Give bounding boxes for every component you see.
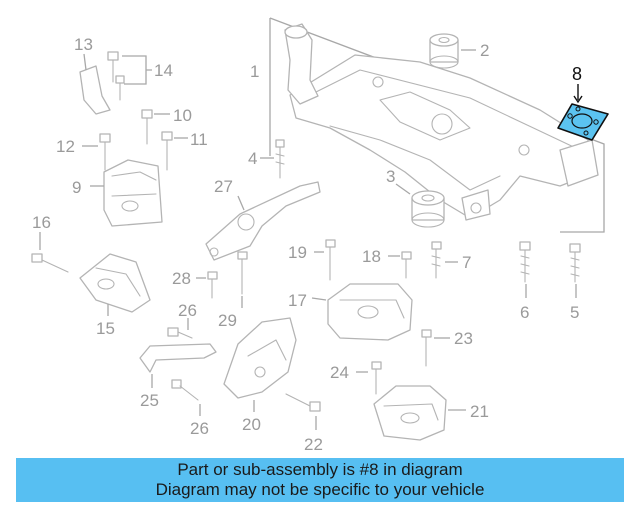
callout-29: 29 bbox=[218, 311, 237, 330]
subframe-part-1[interactable] bbox=[269, 17, 605, 233]
callout-6: 6 bbox=[520, 303, 529, 322]
callout-15: 15 bbox=[96, 319, 115, 338]
link-part-25[interactable] bbox=[139, 343, 217, 388]
bolts-part-14[interactable] bbox=[107, 51, 152, 101]
bolt-part-26-top[interactable] bbox=[167, 318, 193, 339]
callout-18: 18 bbox=[362, 247, 381, 266]
callout-23: 23 bbox=[454, 329, 473, 348]
bolt-part-29[interactable] bbox=[237, 251, 248, 308]
bolt-part-28[interactable] bbox=[196, 271, 218, 299]
callout-11: 11 bbox=[190, 130, 208, 149]
callout-13: 13 bbox=[74, 35, 93, 54]
callout-4: 4 bbox=[248, 149, 257, 168]
bolt-part-23[interactable] bbox=[421, 329, 450, 367]
callout-8: 8 bbox=[572, 64, 582, 84]
callout-14: 14 bbox=[154, 61, 173, 80]
info-banner: Part or sub-assembly is #8 in diagram Di… bbox=[16, 458, 624, 502]
bolt-part-5[interactable] bbox=[569, 243, 581, 298]
bolt-part-22[interactable] bbox=[285, 393, 321, 430]
bolt-part-16[interactable] bbox=[31, 232, 69, 273]
bolt-part-19[interactable] bbox=[314, 239, 336, 281]
bolt-part-10[interactable] bbox=[141, 109, 170, 145]
mount-part-9[interactable] bbox=[90, 159, 163, 227]
torque-arm-part-27[interactable] bbox=[205, 181, 321, 261]
mount-bracket-part-15[interactable] bbox=[79, 253, 151, 316]
callout-5: 5 bbox=[570, 303, 579, 322]
bracket-part-20[interactable] bbox=[223, 317, 297, 412]
callout-7: 7 bbox=[462, 253, 471, 272]
mount-part-2[interactable] bbox=[429, 33, 476, 69]
banner-line-1: Part or sub-assembly is #8 in diagram bbox=[177, 460, 463, 479]
bolt-part-24[interactable] bbox=[356, 361, 382, 395]
callout-2: 2 bbox=[480, 41, 489, 60]
callout-16: 16 bbox=[32, 213, 51, 232]
callout-20: 20 bbox=[242, 415, 261, 434]
callout-3: 3 bbox=[386, 167, 395, 186]
mount-part-3[interactable] bbox=[395, 183, 445, 228]
bolt-part-7[interactable] bbox=[431, 241, 458, 279]
callout-labels: 1 2 3 4 5 6 7 8 9 10 11 12 13 14 15 16 1… bbox=[32, 35, 582, 454]
callout-1: 1 bbox=[250, 62, 259, 81]
bracket-part-13[interactable] bbox=[79, 53, 111, 115]
callout-26-top: 26 bbox=[178, 301, 197, 320]
callout-9: 9 bbox=[72, 178, 81, 197]
parts-diagram: 1 2 3 4 5 6 7 8 9 10 11 12 13 14 15 16 1… bbox=[31, 17, 609, 454]
callout-27: 27 bbox=[214, 177, 233, 196]
bolt-part-18[interactable] bbox=[388, 251, 412, 279]
callout-10: 10 bbox=[173, 106, 192, 125]
callout-21: 21 bbox=[470, 402, 489, 421]
bolt-part-6[interactable] bbox=[519, 241, 531, 298]
bolt-part-12[interactable] bbox=[82, 133, 111, 171]
plate-part-8-highlighted[interactable] bbox=[557, 84, 609, 141]
bolt-part-4[interactable] bbox=[260, 139, 285, 179]
callout-22: 22 bbox=[304, 435, 323, 454]
callout-17: 17 bbox=[288, 291, 307, 310]
bolt-part-11[interactable] bbox=[161, 131, 188, 171]
callout-24: 24 bbox=[330, 363, 349, 382]
callout-28: 28 bbox=[172, 269, 191, 288]
callout-19: 19 bbox=[288, 243, 307, 262]
callout-25: 25 bbox=[140, 391, 159, 410]
mount-part-21[interactable] bbox=[373, 385, 466, 441]
bolt-part-26-bottom[interactable] bbox=[171, 379, 201, 416]
callout-12: 12 bbox=[56, 137, 75, 156]
mount-part-17[interactable] bbox=[311, 283, 413, 341]
banner-line-2: Diagram may not be specific to your vehi… bbox=[155, 480, 485, 499]
callout-26-bottom: 26 bbox=[190, 419, 209, 438]
